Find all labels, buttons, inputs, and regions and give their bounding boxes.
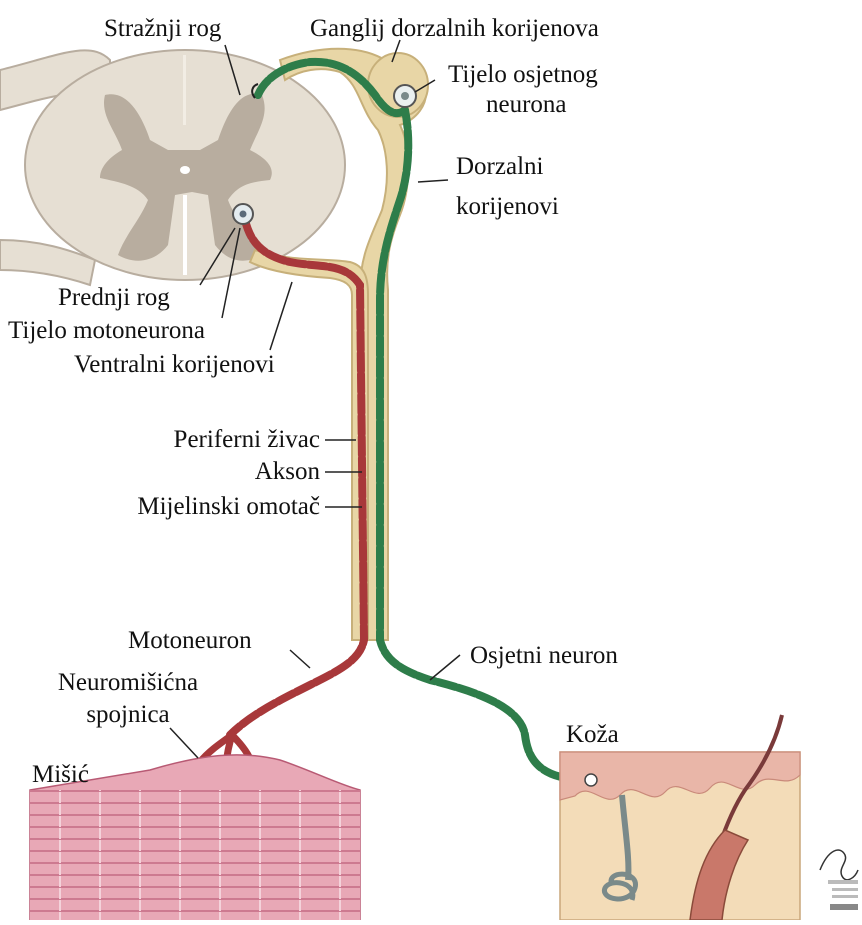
label-ventral-roots: Ventralni korijenovi — [74, 351, 275, 378]
label-axon: Akson — [255, 458, 321, 485]
sensory-receptor — [585, 774, 597, 786]
label-motoneuron: Motoneuron — [128, 627, 252, 654]
label-nmj-2: spojnica — [86, 701, 169, 728]
label-myelin-sheath: Mijelinski omotač — [137, 493, 320, 520]
anterior-median-fissure — [183, 195, 187, 275]
label-skin: Koža — [566, 721, 619, 748]
leader-nmj — [170, 728, 198, 758]
label-nmj-1: Neuromišićna — [58, 669, 198, 696]
leader-motoneuron — [290, 650, 310, 668]
label-peripheral-nerve: Periferni živac — [174, 426, 320, 453]
label-sensory-body-2: neurona — [486, 91, 567, 118]
muscle-fibers — [30, 790, 360, 920]
label-dorsal-roots-2: korijenovi — [456, 193, 559, 220]
spinal-cord — [0, 50, 345, 285]
artist-signature — [820, 850, 858, 910]
dorsal-root-ganglion — [368, 53, 428, 117]
label-muscle: Mišić — [32, 761, 89, 788]
label-sensory-body-1: Tijelo osjetnog — [448, 61, 598, 88]
label-anterior-horn: Prednji rog — [58, 284, 170, 311]
posterior-median-sulcus — [183, 55, 186, 125]
motoneuron-nucleus — [240, 211, 247, 218]
label-posterior-horn: Stražnji rog — [104, 15, 222, 42]
label-motoneuron-body: Tijelo motoneurona — [8, 317, 205, 344]
leader-ventral-roots — [270, 282, 292, 350]
leader-sensory-neuron — [430, 655, 460, 680]
central-canal — [180, 166, 190, 174]
label-dorsal-roots-1: Dorzalni — [456, 153, 544, 180]
sensory-neuron-nucleus — [401, 92, 409, 100]
leader-dorsal-roots — [418, 180, 448, 182]
label-sensory-neuron: Osjetni neuron — [470, 642, 618, 669]
motor-neuron — [193, 204, 364, 777]
label-dorsal-root-ganglion: Ganglij dorzalnih korijenova — [310, 15, 599, 42]
